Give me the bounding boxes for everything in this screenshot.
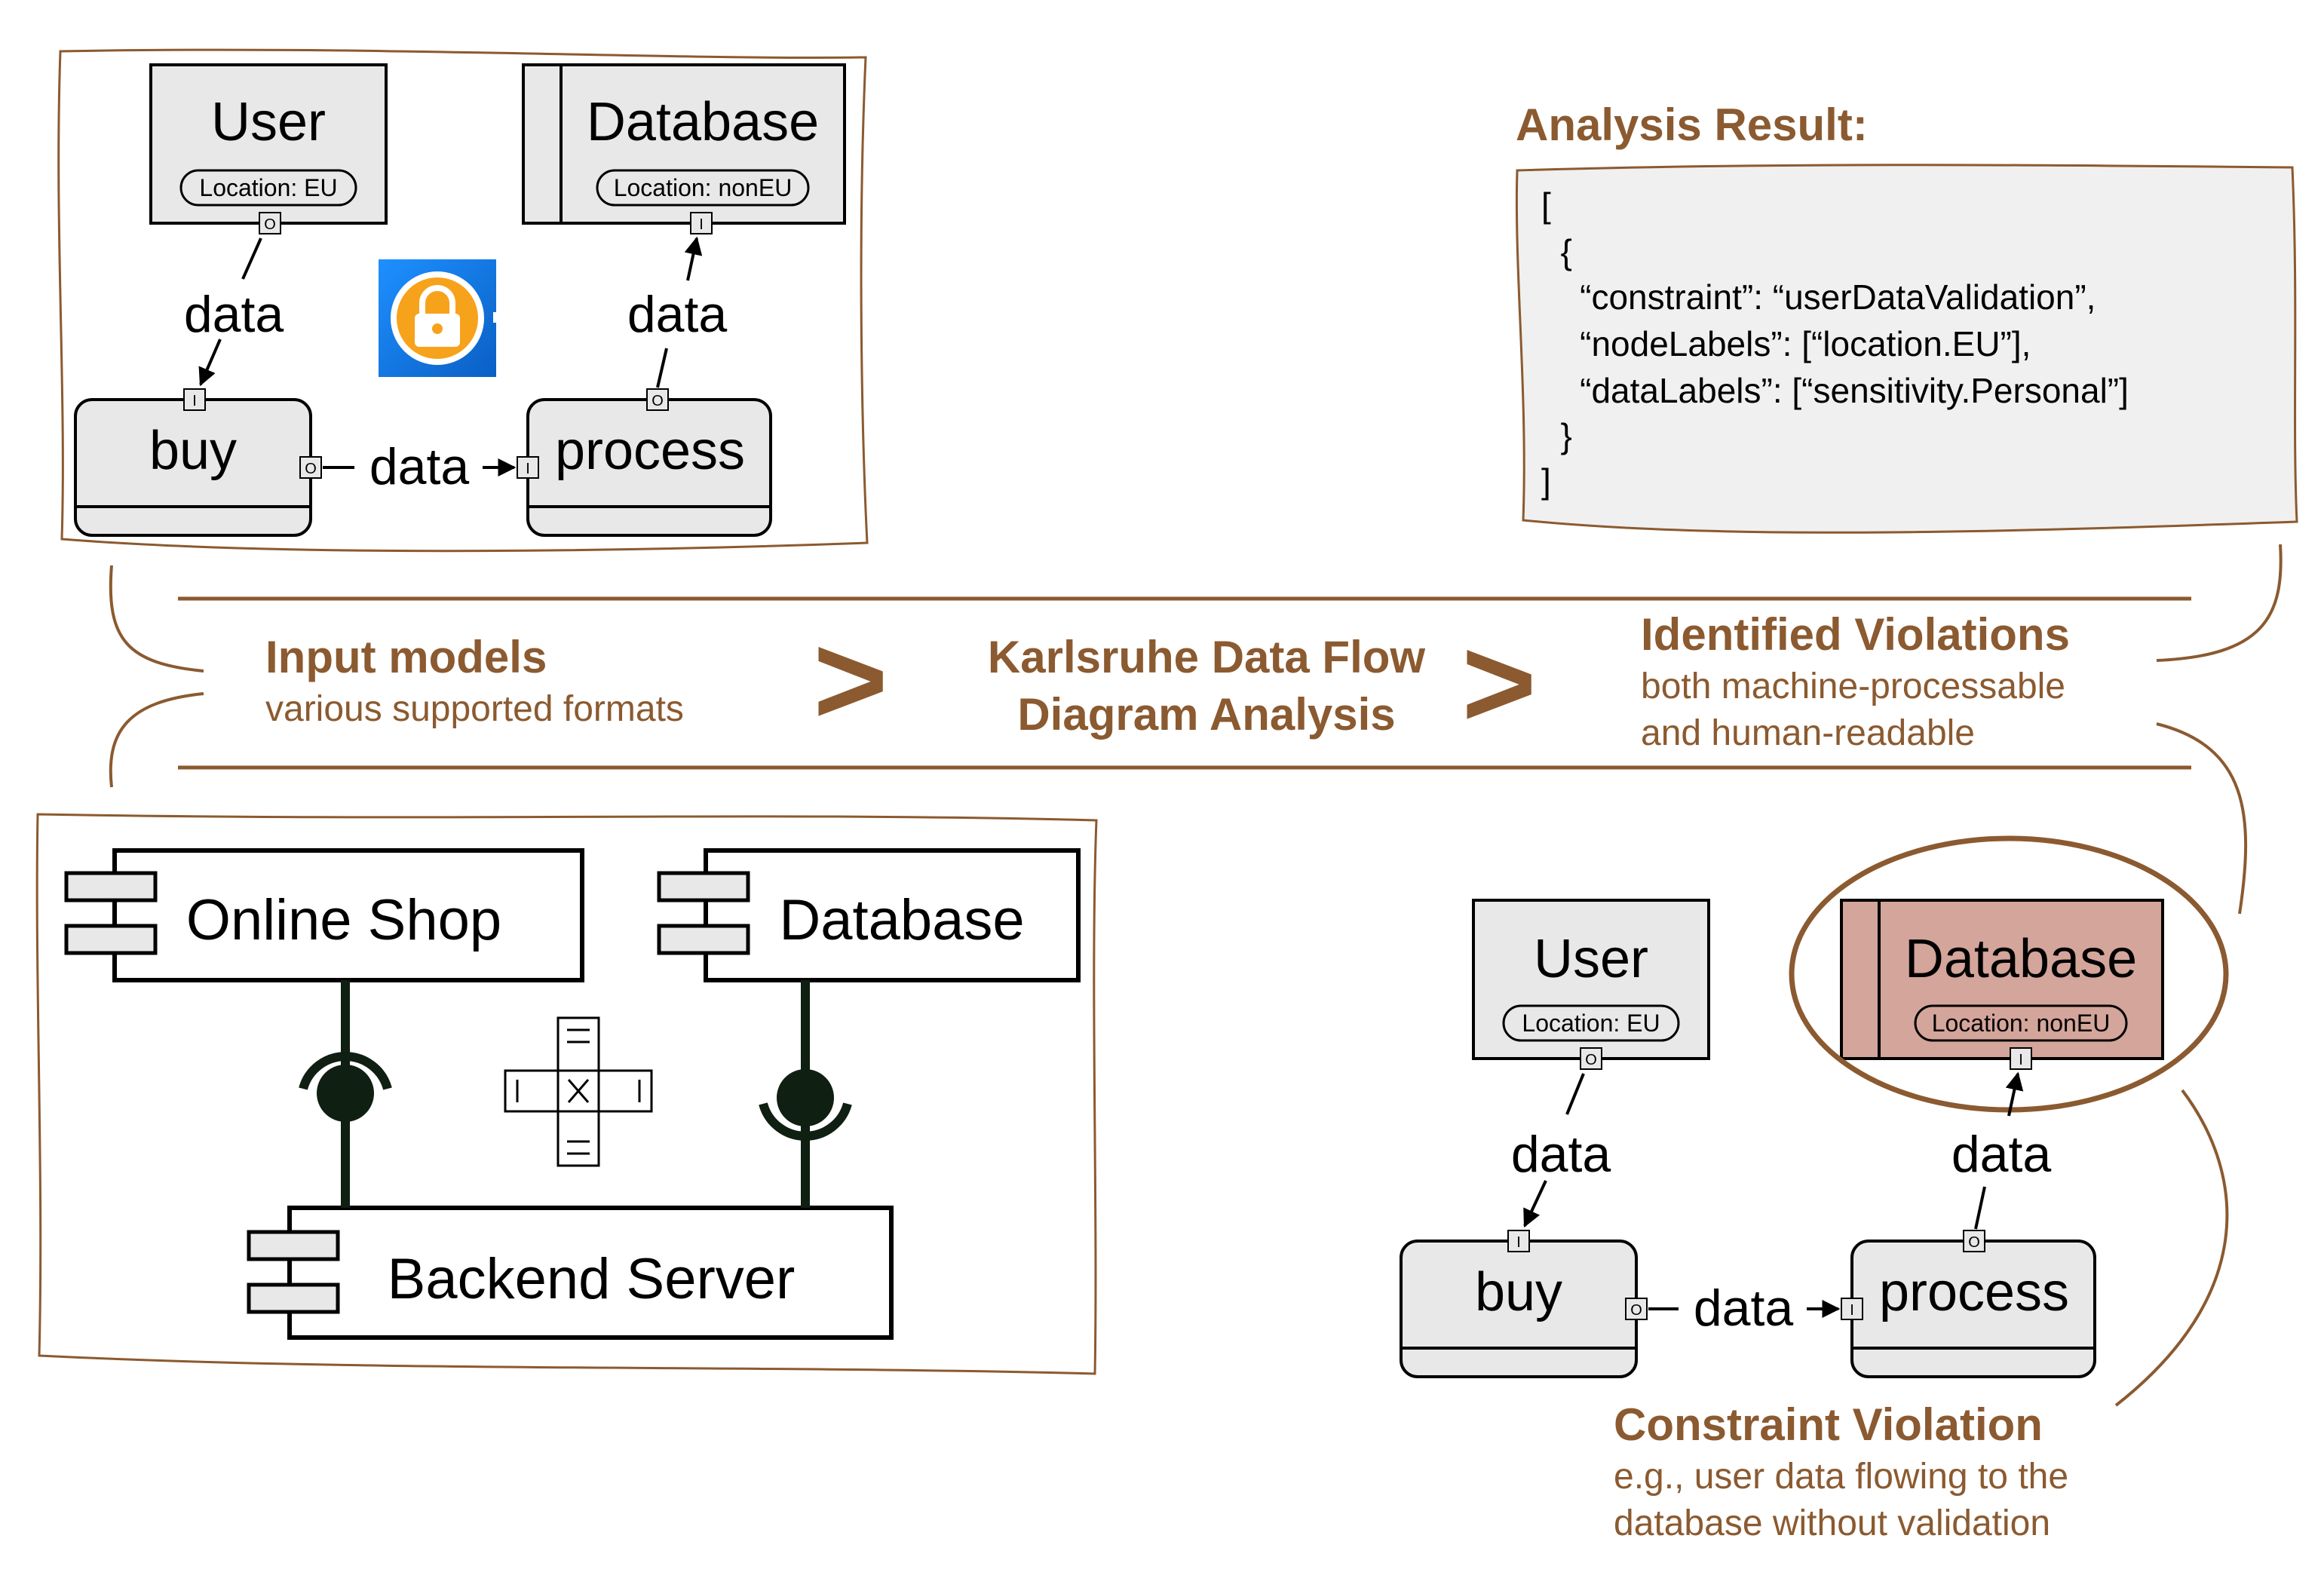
svg-text:I: I — [1516, 1234, 1521, 1251]
json-line: “constraint”: “userDataValidation”, — [1541, 277, 2096, 317]
buy-node-title: buy — [149, 421, 237, 481]
svg-text:O: O — [264, 216, 276, 233]
component-title: Backend Server — [388, 1247, 796, 1311]
brace-right-top — [2156, 544, 2283, 662]
step-title: Input models — [265, 632, 547, 682]
user-node-label: Location: EU — [199, 174, 337, 201]
svg-text:O: O — [1968, 1234, 1980, 1251]
buy-out-port: O — [1625, 1298, 1648, 1320]
svg-text:O: O — [1630, 1302, 1642, 1319]
process-in-port: I — [517, 456, 539, 479]
lock-icon — [379, 259, 501, 377]
process-out-port: O — [646, 388, 669, 411]
pipeline-separator: > — [813, 608, 888, 752]
pipeline-step-analysis: Karlsruhe Data Flow Diagram Analysis — [988, 632, 1425, 740]
process-node: process — [526, 398, 772, 537]
step-title: Identified Violations — [1641, 609, 2070, 660]
step-title: Karlsruhe Data Flow — [988, 632, 1425, 682]
flow-buy-to-process: data — [1648, 1279, 1841, 1337]
svg-text:I: I — [526, 461, 530, 477]
flow-label: data — [1694, 1279, 1794, 1337]
user-node: User Location: EU — [149, 63, 388, 225]
svg-text:O: O — [652, 393, 664, 409]
database-node-label: Location: nonEU — [1932, 1010, 2111, 1037]
process-in-port: I — [1841, 1298, 1863, 1320]
violation-description: database without validation — [1614, 1503, 2050, 1543]
json-box — [1515, 164, 2298, 534]
analysis-heading: Analysis Result: — [1516, 100, 1868, 150]
pipeline-step-violations: Identified Violations both machine-proce… — [1641, 609, 2070, 753]
svg-text:I: I — [699, 216, 704, 233]
process-node-title: process — [1879, 1262, 2069, 1322]
provided-interface-connector — [299, 980, 392, 1208]
database-node-title: Database — [1905, 929, 2137, 989]
step-subtitle: both machine-processable — [1641, 667, 2065, 706]
buy-node: buy — [74, 398, 312, 537]
user-out-port: O — [1580, 1047, 1602, 1070]
json-line: ] — [1541, 461, 1551, 501]
violating-database-node: Database Location: nonEU — [1840, 899, 2164, 1060]
buy-in-port: I — [1507, 1230, 1530, 1252]
backend-server-component: Backend Server — [247, 1206, 894, 1340]
user-node-label: Location: EU — [1522, 1010, 1660, 1037]
component-title: Database — [779, 888, 1024, 952]
flow-user-to-buy: data — [1511, 1073, 1611, 1228]
svg-text:O: O — [305, 461, 317, 477]
user-node-title: User — [211, 92, 326, 152]
json-line: “dataLabels”: [“sensitivity.Personal”] — [1541, 371, 2129, 410]
json-line: [ — [1541, 185, 1551, 225]
flow-process-to-database: data — [627, 236, 728, 388]
flow-label: data — [627, 286, 728, 343]
user-out-port: O — [259, 212, 281, 234]
component-title: Online Shop — [186, 888, 501, 952]
flow-process-to-database: data — [1951, 1071, 2052, 1230]
user-node-title: User — [1534, 929, 1648, 989]
brace-left-top — [109, 565, 204, 673]
database-in-port: I — [2010, 1047, 2032, 1070]
violation-annotation: Constraint Violation e.g., user data flo… — [1614, 1399, 2068, 1543]
buy-node: buy — [1400, 1240, 1638, 1378]
json-line: { — [1541, 232, 1572, 271]
process-node: process — [1850, 1240, 2096, 1378]
svg-text:I: I — [1850, 1302, 1854, 1319]
step-title: Diagram Analysis — [1017, 689, 1395, 740]
required-interface-connector — [759, 980, 852, 1208]
svg-text:I: I — [192, 393, 197, 409]
violation-description: e.g., user data flowing to the — [1614, 1457, 2068, 1497]
pipeline-step-input: Input models various supported formats — [265, 632, 684, 729]
component-diagram-icon — [504, 1016, 653, 1167]
json-line: } — [1541, 416, 1572, 455]
process-node-title: process — [555, 421, 745, 481]
buy-node-title: buy — [1475, 1262, 1562, 1322]
svg-text:O: O — [1585, 1052, 1597, 1068]
buy-in-port: I — [183, 388, 206, 411]
process-out-port: O — [1963, 1230, 1985, 1252]
flow-label: data — [1951, 1126, 2052, 1183]
user-node: User Location: EU — [1472, 899, 1710, 1060]
violation-callout-line — [2114, 1089, 2229, 1407]
step-subtitle: various supported formats — [265, 689, 684, 729]
svg-text:I: I — [2019, 1052, 2023, 1068]
flow-label: data — [369, 438, 470, 495]
buy-out-port: O — [299, 456, 322, 479]
database-node-title: Database — [587, 92, 819, 152]
flow-label: data — [184, 286, 284, 343]
brace-right-to-violation — [2156, 722, 2248, 915]
online-shop-component: Online Shop — [64, 848, 584, 982]
brace-left-bottom — [109, 692, 204, 788]
database-in-port: I — [690, 212, 713, 234]
pipeline-separator: > — [1461, 611, 1536, 755]
database-node: Database Location: nonEU — [522, 63, 846, 225]
step-subtitle: and human-readable — [1641, 713, 1975, 753]
database-component: Database — [657, 848, 1081, 982]
json-output: [ { “constraint”: “userDataValidation”, … — [1541, 185, 2129, 501]
json-line: “nodeLabels”: [“location.EU”], — [1541, 324, 2031, 363]
flow-label: data — [1511, 1126, 1611, 1183]
flow-buy-to-process: data — [323, 438, 517, 495]
violation-title: Constraint Violation — [1614, 1399, 2043, 1450]
database-node-label: Location: nonEU — [614, 174, 793, 201]
flow-user-to-buy: data — [184, 237, 284, 387]
